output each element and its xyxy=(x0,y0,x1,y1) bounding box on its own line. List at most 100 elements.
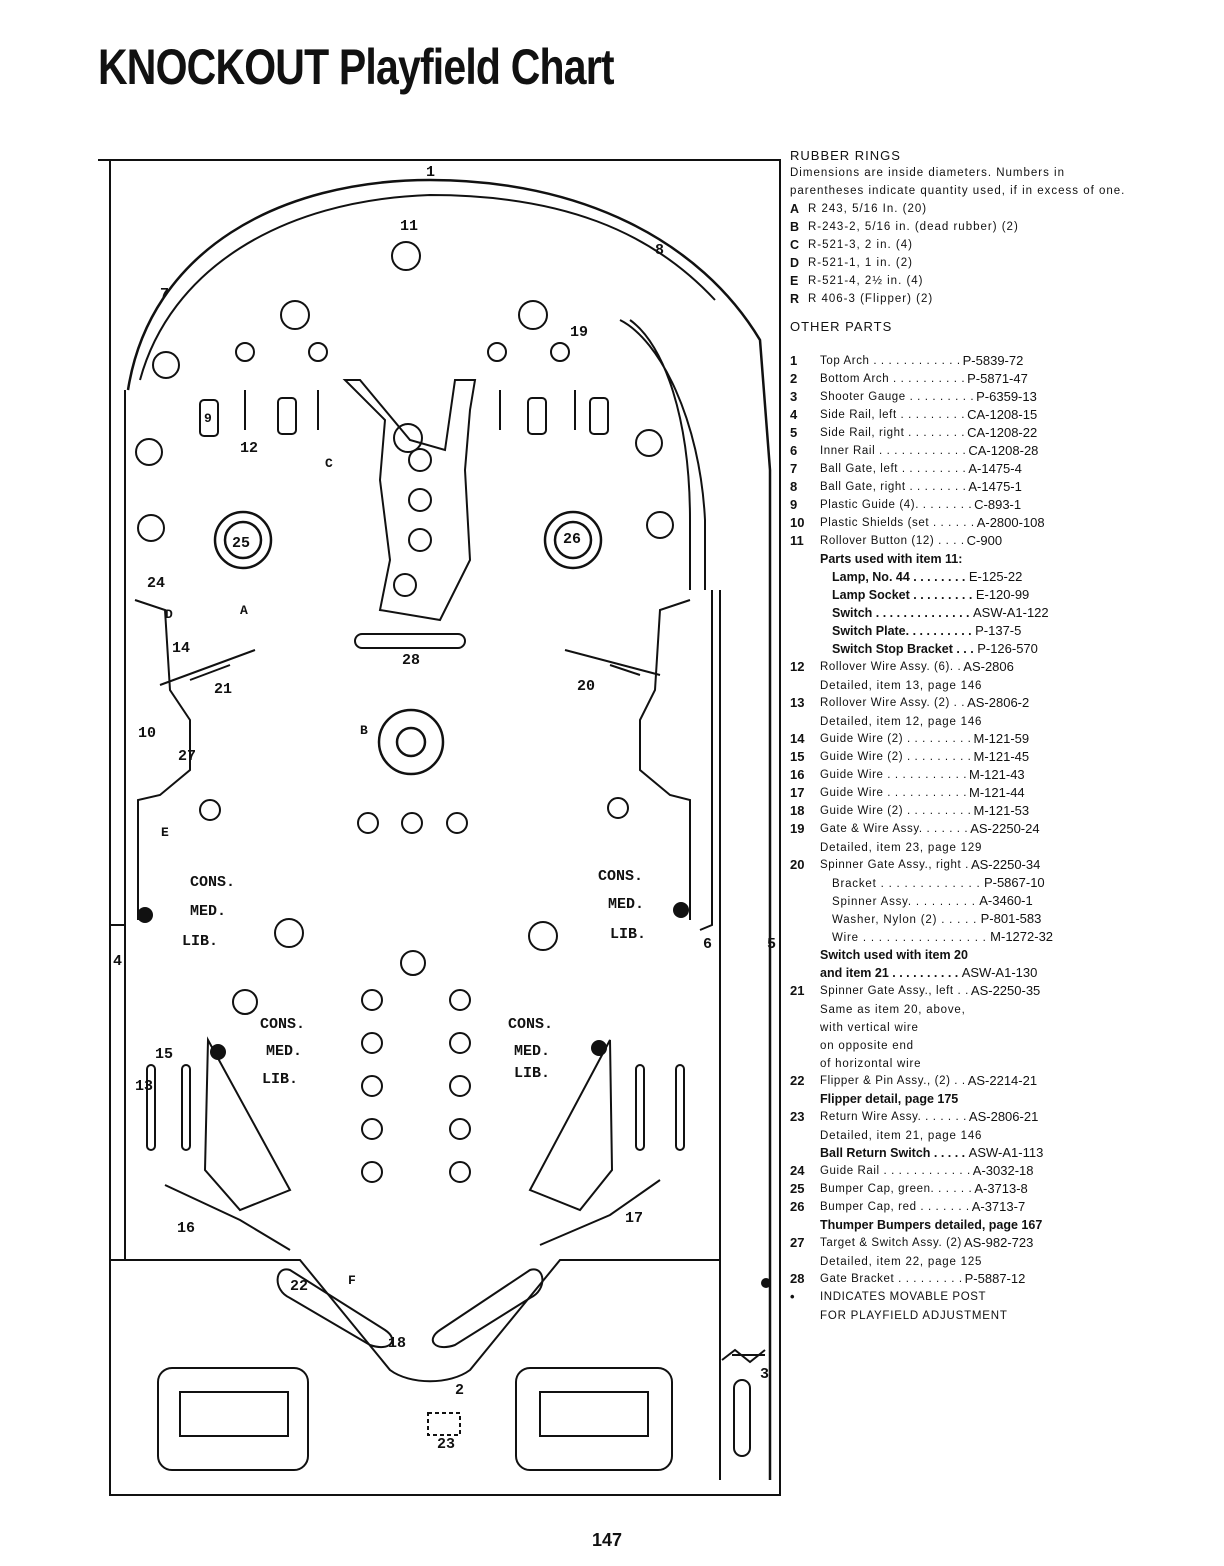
part-description: Rollover Wire Assy. (2) . . xyxy=(820,697,966,709)
part-description: Gate Bracket . . . . . . . . . xyxy=(820,1273,963,1285)
part-description: Side Rail, right . . . . . . . . xyxy=(820,427,966,439)
part-description: Switch Plate. . . . . . . . . . xyxy=(832,624,972,638)
spinner-gate-left xyxy=(159,649,256,686)
other-parts-heading: OTHER PARTS xyxy=(790,319,893,334)
callout-12: 12 xyxy=(240,440,258,457)
part-code: AS-2214-21 xyxy=(967,1073,1038,1088)
part-number: 4 xyxy=(790,407,798,422)
part-number: 12 xyxy=(790,659,805,674)
gate-bracket xyxy=(354,633,466,649)
part-code: P-6359-13 xyxy=(976,389,1037,404)
shooter-lane xyxy=(719,590,766,1480)
parts-legend: RUBBER RINGS Dimensions are inside diame… xyxy=(790,147,1140,1324)
part-row: Switch . . . . . . . . . . . . . . ASW-A… xyxy=(790,604,1140,622)
part-row: Detailed, item 12, page 146 xyxy=(790,712,1140,730)
part-number: 18 xyxy=(790,803,805,818)
part-number: 5 xyxy=(790,425,798,440)
part-number: 1 xyxy=(790,353,798,368)
post-label-cons-lower-right: CONS. xyxy=(508,1016,553,1033)
part-description: Spinner Gate Assy., left . . xyxy=(820,985,969,997)
part-row: Lamp Socket . . . . . . . . . E-120-99 xyxy=(790,586,1140,604)
part-description: Guide Wire (2) . . . . . . . . . xyxy=(820,751,972,763)
post-label-cons-lower-left: CONS. xyxy=(260,1016,305,1033)
part-description: Ball Gate, left . . . . . . . . . xyxy=(820,463,967,475)
apron-card-right xyxy=(515,1367,673,1471)
part-code: P-5867-10 xyxy=(983,875,1045,890)
post-label-cons-left: CONS. xyxy=(190,874,235,891)
part-description: Parts used with item 11: xyxy=(820,552,963,566)
part-description: Rollover Wire Assy. (6). . xyxy=(820,661,962,673)
inner-rail xyxy=(619,319,706,590)
part-code: AS-2806 xyxy=(963,659,1014,674)
callout-20: 20 xyxy=(577,678,595,695)
part-row: on opposite end xyxy=(790,1036,1140,1054)
part-code: C-893-1 xyxy=(974,497,1022,512)
part-row: Detailed, item 13, page 146 xyxy=(790,676,1140,694)
callout-2: 2 xyxy=(455,1382,464,1399)
callout-7: 7 xyxy=(160,286,169,303)
part-number: 6 xyxy=(790,443,798,458)
part-number: 23 xyxy=(790,1109,805,1124)
part-row: Lamp, No. 44 . . . . . . . . E-125-22 xyxy=(790,568,1140,586)
part-code: M-1272-32 xyxy=(990,929,1054,944)
post-label-med-left: MED. xyxy=(190,903,226,920)
part-description: Thumper Bumpers detailed, page 167 xyxy=(820,1218,1043,1232)
part-code: P-801-583 xyxy=(980,911,1042,926)
part-description: Detailed, item 21, page 146 xyxy=(820,1130,983,1142)
part-description: Guide Wire (2) . . . . . . . . . xyxy=(820,733,972,745)
part-code: CA-1208-28 xyxy=(968,443,1039,458)
callout-26: 26 xyxy=(563,531,581,548)
callout-23: 23 xyxy=(437,1436,455,1453)
part-description: Detailed, item 22, page 125 xyxy=(820,1256,983,1268)
cabinet-outline xyxy=(98,159,781,1496)
post-label-lib-left: LIB. xyxy=(182,933,218,950)
rubber-ring-key: B xyxy=(790,220,800,234)
rubber-ring-row: B R-243-2, 5/16 in. (dead rubber) (2) xyxy=(790,218,1140,236)
part-row: Wire . . . . . . . . . . . . . . . . M-1… xyxy=(790,928,1140,946)
part-code: CA-1208-15 xyxy=(967,407,1038,422)
part-description: FOR PLAYFIELD ADJUSTMENT xyxy=(820,1310,1008,1322)
part-number: 16 xyxy=(790,767,805,782)
part-number: 25 xyxy=(790,1181,805,1196)
part-row: Detailed, item 23, page 129 xyxy=(790,838,1140,856)
post-label-med-lower-right: MED. xyxy=(514,1043,550,1060)
part-row: Spinner Assy. . . . . . . . . A-3460-1 xyxy=(790,892,1140,910)
post-label-cons-right: CONS. xyxy=(598,868,643,885)
slingshot-right xyxy=(528,1039,614,1212)
part-description: Switch Stop Bracket . . . xyxy=(832,642,974,656)
part-code: P-5871-47 xyxy=(967,371,1028,386)
part-code: AS-2250-24 xyxy=(970,821,1040,836)
part-row: •INDICATES MOVABLE POST xyxy=(790,1288,1140,1306)
callout-17: 17 xyxy=(625,1210,643,1227)
top-arch xyxy=(126,178,772,1480)
part-code: P-137-5 xyxy=(975,623,1022,638)
part-code: P-5887-12 xyxy=(964,1271,1026,1286)
part-description: Detailed, item 12, page 146 xyxy=(820,716,983,728)
part-description: Lamp, No. 44 . . . . . . . . xyxy=(832,570,966,584)
callout-d: D xyxy=(165,607,173,622)
rubber-ring-text: R-521-4, 2½ in. (4) xyxy=(808,275,924,287)
part-number: 10 xyxy=(790,515,805,530)
part-description: Flipper detail, page 175 xyxy=(820,1092,959,1106)
callout-e: E xyxy=(161,825,169,840)
part-number: 20 xyxy=(790,857,805,872)
part-number: 21 xyxy=(790,983,805,998)
callout-28: 28 xyxy=(402,652,420,669)
post-label-lib-right: LIB. xyxy=(610,926,646,943)
part-description: Plastic Shields (set . . . . . . xyxy=(820,517,975,529)
post-label-med-lower-left: MED. xyxy=(266,1043,302,1060)
part-description: with vertical wire xyxy=(820,1022,919,1034)
ball-return xyxy=(427,1412,461,1436)
rubber-ring-text: R-243-2, 5/16 in. (dead rubber) (2) xyxy=(808,221,1019,233)
side-lane-right xyxy=(639,599,691,920)
